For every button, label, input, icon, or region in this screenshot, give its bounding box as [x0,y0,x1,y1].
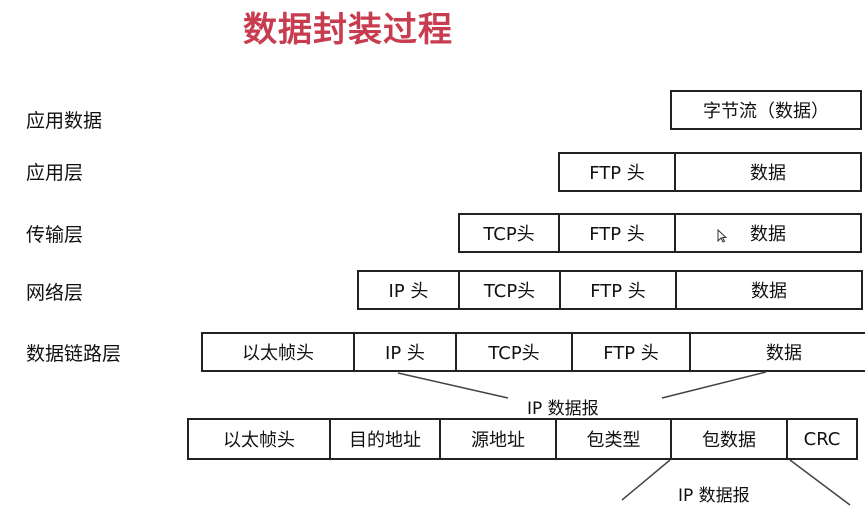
row-app-data: 字节流（数据） [670,90,862,130]
frame-cell-packet-data: 包数据 [670,418,788,460]
cell-data: 数据 [674,213,862,253]
label-transport: 传输层 [26,224,84,246]
frame-cell-source: 源地址 [439,418,557,460]
frame-cell-packet-type: 包类型 [555,418,672,460]
cell-ip-header: IP 头 [357,270,460,310]
label-app-data: 应用数据 [26,110,103,132]
label-datalink: 数据链路层 [26,343,122,365]
cell-data: 数据 [674,152,862,192]
frame-cell-ethernet-header: 以太帧头 [187,418,331,460]
connector-left-upper [397,372,509,399]
cell-ethernet-header: 以太帧头 [201,332,355,372]
cell-ftp-header: FTP 头 [571,332,691,372]
cell-ftp-header: FTP 头 [558,213,676,253]
ip-packet-label-lower: IP 数据报 [678,486,750,506]
label-network: 网络层 [26,282,84,304]
cell-tcp-header: TCP头 [458,213,560,253]
connector-left-lower [621,459,671,501]
connector-right-upper [661,371,767,399]
cell-ftp-header: FTP 头 [559,270,677,310]
connector-right-lower [789,459,851,506]
cell-ip-header: IP 头 [353,332,457,372]
frame-cell-destination: 目的地址 [329,418,441,460]
cell-data: 数据 [675,270,863,310]
cell-ftp-header: FTP 头 [558,152,676,192]
row-ethernet-frame: 以太帧头 目的地址 源地址 包类型 包数据 CRC [187,418,858,460]
cell-tcp-header: TCP头 [458,270,561,310]
cell-byte-stream: 字节流（数据） [670,90,862,130]
row-app-layer: FTP 头 数据 [558,152,862,192]
row-datalink: 以太帧头 IP 头 TCP头 FTP 头 数据 [201,332,865,372]
label-app-layer: 应用层 [26,162,84,184]
frame-cell-crc: CRC [786,418,858,460]
diagram-title: 数据封装过程 [243,10,453,50]
row-network: IP 头 TCP头 FTP 头 数据 [357,270,863,310]
cell-tcp-header: TCP头 [455,332,573,372]
mouse-pointer-icon [717,229,727,243]
row-transport: TCP头 FTP 头 数据 [458,213,862,253]
cell-data: 数据 [689,332,865,372]
ip-packet-label-upper: IP 数据报 [527,399,599,419]
